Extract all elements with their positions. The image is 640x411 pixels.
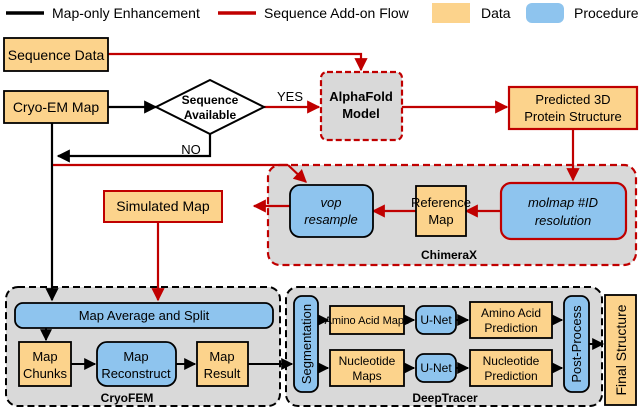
sequence-data-label: Sequence Data	[8, 47, 105, 63]
map-result-label-line1: Map	[209, 349, 234, 364]
amino-prediction-label-line2: Prediction	[484, 321, 537, 335]
cryo-em-map-label: Cryo-EM Map	[13, 99, 100, 115]
nucleotide-maps-label-line1: Nucleotide	[339, 354, 396, 368]
reference-label-line1: Reference	[411, 195, 471, 210]
final-structure-label: Final Structure	[613, 304, 629, 395]
alphafold-label-line2: Model	[342, 106, 380, 121]
group-deeptracer	[285, 286, 603, 407]
legend-black-label: Map-only Enhancement	[52, 5, 200, 21]
group-chimerax-label: ChimeraX	[421, 248, 477, 262]
legend-data-label: Data	[481, 5, 511, 21]
sequence-data-node	[3, 37, 109, 72]
alphafold-model-node	[319, 70, 404, 142]
cryo-em-map-node	[3, 90, 109, 124]
alphafold-label-line1: AlphaFold	[329, 89, 393, 104]
unet-amino-node	[415, 305, 457, 335]
map-chunks-label-line1: Map	[32, 349, 57, 364]
arrow-seq-to-alphafold	[108, 52, 368, 72]
amino-prediction-label-line1: Amino Acid	[481, 306, 541, 320]
segmentation-node	[293, 295, 319, 393]
vop-label-line2: resample	[304, 212, 357, 227]
map-reconstruct-label-line2: Reconstruct	[101, 366, 171, 381]
amino-acid-prediction-node	[469, 301, 553, 339]
molmap-node	[499, 181, 628, 241]
arrow-main-to-vop-tip	[287, 164, 307, 183]
molmap-label-line2: resolution	[535, 213, 591, 228]
final-structure-node	[604, 294, 637, 406]
amino-acid-maps-node	[329, 305, 405, 335]
vop-label-line1: vop	[321, 195, 342, 210]
molmap-label-line1: molmap #ID	[528, 195, 598, 210]
predicted-label-line2: Protein Structure	[524, 109, 622, 124]
legend-red-label: Sequence Add-on Flow	[264, 5, 410, 21]
map-average-split-node	[14, 302, 274, 329]
nucleotide-maps-label-line2: Maps	[352, 369, 381, 383]
map-reconstruct-node	[96, 341, 177, 387]
map-result-node	[196, 341, 249, 387]
amino-acid-maps-label: Amino Acid Maps	[325, 315, 410, 327]
map-reconstruct-label-line1: Map	[123, 349, 148, 364]
post-process-node	[563, 295, 590, 393]
predicted-structure-node	[507, 85, 639, 131]
unet-amino-label: U-Net	[420, 313, 452, 327]
post-process-label: Post-Process	[569, 305, 584, 383]
legend-procedure-swatch	[526, 3, 564, 23]
decision-label-line2: Available	[184, 108, 237, 122]
segmentation-label: Segmentation	[299, 304, 314, 384]
group-deeptracer-label: DeepTracer	[412, 391, 478, 405]
legend: Map-only Enhancement Sequence Add-on Flo…	[6, 3, 639, 23]
nucleotide-maps-node	[329, 349, 405, 387]
nucleotide-prediction-label-line1: Nucleotide	[483, 354, 540, 368]
no-edge-label: NO	[181, 142, 201, 157]
map-average-split-label: Map Average and Split	[79, 308, 210, 323]
map-result-label-line2: Result	[204, 366, 241, 381]
sequence-available-decision	[153, 78, 267, 136]
map-chunks-node	[18, 341, 72, 387]
group-cryofem-label: CryoFEM	[101, 391, 154, 405]
nucleotide-prediction-label-line2: Prediction	[484, 369, 537, 383]
legend-data-swatch	[432, 3, 470, 23]
legend-procedure-label: Procedure	[574, 5, 639, 21]
nucleotide-prediction-node	[469, 349, 553, 387]
decision-label-line1: Sequence	[182, 93, 239, 107]
predicted-label-line1: Predicted 3D	[535, 92, 610, 107]
reference-label-line2: Map	[428, 212, 453, 227]
vop-resample-node	[289, 184, 374, 238]
unet-nucleotide-label: U-Net	[420, 361, 452, 375]
simulated-map-node	[103, 190, 223, 223]
connectors	[40, 52, 605, 374]
arrow-no-branch	[56, 134, 212, 163]
simulated-map-label: Simulated Map	[116, 198, 210, 214]
yes-edge-label: YES	[277, 89, 303, 104]
map-chunks-label-line2: Chunks	[23, 366, 68, 381]
reference-map-node	[415, 185, 467, 237]
unet-nucleotide-node	[415, 353, 457, 383]
